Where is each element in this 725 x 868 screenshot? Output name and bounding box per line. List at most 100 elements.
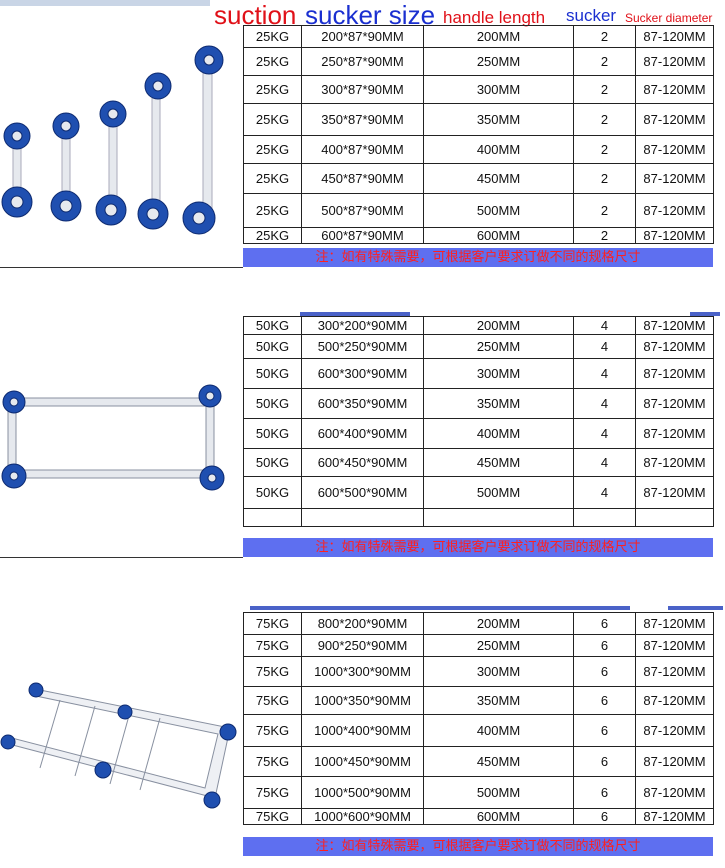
- sucker-count-cell: 6: [573, 776, 636, 809]
- size-cell: 1000*300*90MM: [301, 656, 424, 687]
- sucker-diameter-cell: 87-120MM: [635, 714, 714, 747]
- blue-strip: [668, 606, 723, 610]
- size-cell: 600*87*90MM: [301, 227, 424, 244]
- sucker-diameter-cell: 87-120MM: [635, 776, 714, 809]
- handle-length-cell: 400MM: [423, 714, 574, 747]
- sucker-count-cell: 2: [573, 25, 636, 48]
- size-cell: 600*500*90MM: [301, 476, 424, 509]
- sucker-diameter-cell: 87-120MM: [635, 418, 714, 449]
- handle-length-cell: 350MM: [423, 388, 574, 419]
- handle-length-cell: 400MM: [423, 135, 574, 164]
- load-cell: 75KG: [243, 634, 302, 657]
- load-cell: 50KG: [243, 358, 302, 389]
- sucker-diameter-cell: 87-120MM: [635, 612, 714, 635]
- table-row: [243, 508, 714, 527]
- sucker-count-cell: 6: [573, 686, 636, 715]
- divider: [0, 267, 243, 268]
- handle-length-cell: 450MM: [423, 746, 574, 777]
- sucker-count-cell: 4: [573, 358, 636, 389]
- blue-strip: [690, 312, 720, 316]
- load-cell: 50KG: [243, 334, 302, 359]
- sucker-diameter-cell: 87-120MM: [635, 25, 714, 48]
- handle-length-cell: 350MM: [423, 686, 574, 715]
- four-sucker-frame-icon: [0, 370, 243, 520]
- divider: [0, 557, 243, 558]
- handle-length-cell: 200MM: [423, 316, 574, 335]
- handle-length-cell: 500MM: [423, 193, 574, 228]
- load-cell: 25KG: [243, 47, 302, 76]
- handle-length-cell: 250MM: [423, 334, 574, 359]
- custom-size-note: 注：如有特殊需要，可根据客户要求订做不同的规格尺寸: [243, 837, 713, 856]
- sucker-count-cell: [573, 508, 636, 527]
- load-cell: 75KG: [243, 746, 302, 777]
- size-cell: 500*250*90MM: [301, 334, 424, 359]
- sucker-diameter-cell: 87-120MM: [635, 656, 714, 687]
- load-cell: 75KG: [243, 808, 302, 825]
- sucker-count-cell: 4: [573, 334, 636, 359]
- load-cell: 50KG: [243, 476, 302, 509]
- sucker-count-cell: 6: [573, 714, 636, 747]
- load-cell: 25KG: [243, 135, 302, 164]
- load-cell: 75KG: [243, 686, 302, 715]
- size-cell: 450*87*90MM: [301, 163, 424, 194]
- size-cell: 1000*400*90MM: [301, 714, 424, 747]
- size-cell: 300*87*90MM: [301, 75, 424, 104]
- sucker-count-cell: 4: [573, 316, 636, 335]
- load-cell: 25KG: [243, 103, 302, 136]
- size-cell: 350*87*90MM: [301, 103, 424, 136]
- top-strip: [0, 0, 210, 6]
- size-cell: 1000*450*90MM: [301, 746, 424, 777]
- size-cell: 1000*500*90MM: [301, 776, 424, 809]
- sucker-count-cell: 4: [573, 388, 636, 419]
- load-cell: 25KG: [243, 75, 302, 104]
- handle-length-cell: 300MM: [423, 75, 574, 104]
- sucker-count-cell: 6: [573, 746, 636, 777]
- load-cell: 75KG: [243, 776, 302, 809]
- sucker-diameter-cell: 87-120MM: [635, 103, 714, 136]
- header-sucker-diameter: Sucker diameter: [625, 11, 713, 25]
- load-cell: 25KG: [243, 25, 302, 48]
- size-cell: 600*400*90MM: [301, 418, 424, 449]
- load-cell: 50KG: [243, 388, 302, 419]
- handle-length-cell: 500MM: [423, 476, 574, 509]
- sucker-count-cell: 4: [573, 418, 636, 449]
- load-cell: 75KG: [243, 714, 302, 747]
- sucker-diameter-cell: 87-120MM: [635, 634, 714, 657]
- sucker-diameter-cell: 87-120MM: [635, 476, 714, 509]
- load-cell: [243, 508, 302, 527]
- sucker-count-cell: 6: [573, 634, 636, 657]
- header-sucker: sucker: [566, 6, 617, 25]
- sucker-count-cell: 2: [573, 75, 636, 104]
- six-sucker-frame-icon: [0, 668, 243, 818]
- handle-length-cell: 250MM: [423, 634, 574, 657]
- sucker-count-cell: 2: [573, 103, 636, 136]
- sucker-count-cell: 6: [573, 612, 636, 635]
- sucker-diameter-cell: 87-120MM: [635, 448, 714, 477]
- handle-length-cell: 200MM: [423, 612, 574, 635]
- load-cell: 25KG: [243, 227, 302, 244]
- size-cell: 600*350*90MM: [301, 388, 424, 419]
- size-cell: 400*87*90MM: [301, 135, 424, 164]
- custom-size-note: 注：如有特殊需要，可根据客户要求订做不同的规格尺寸: [243, 538, 713, 557]
- sucker-count-cell: 2: [573, 193, 636, 228]
- handle-length-cell: 300MM: [423, 656, 574, 687]
